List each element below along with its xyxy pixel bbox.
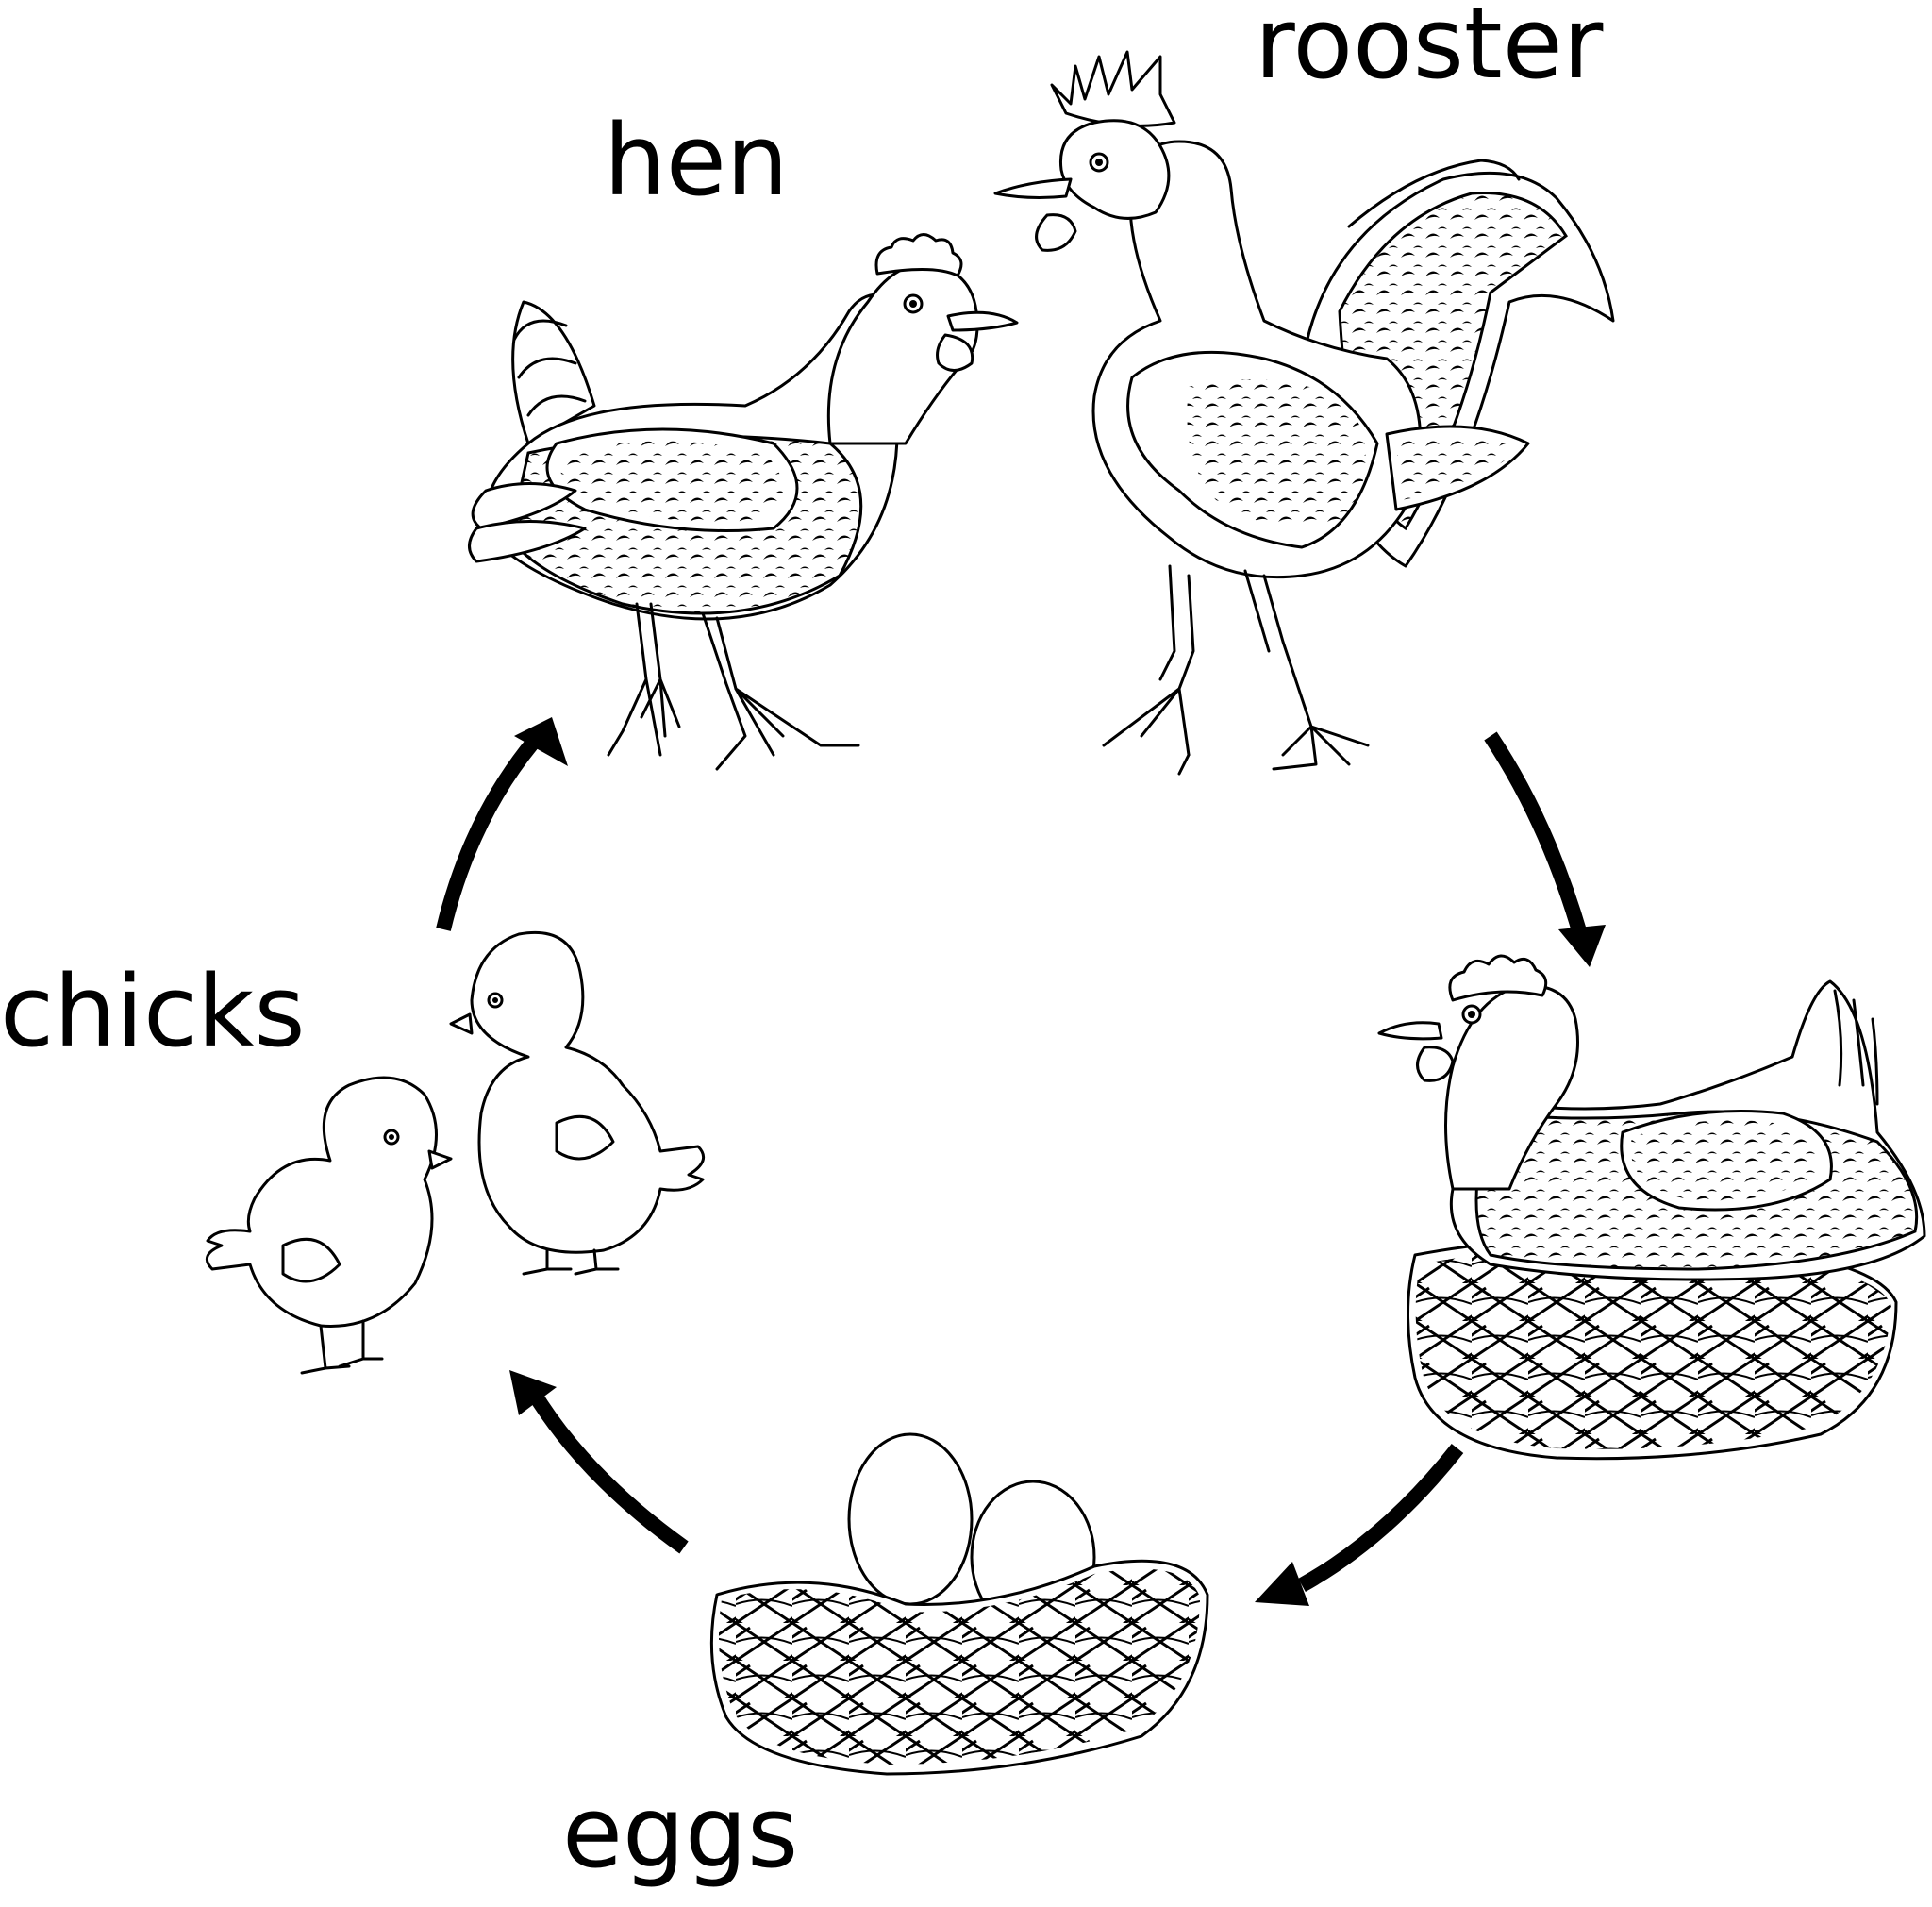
label-eggs: eggs bbox=[562, 1775, 799, 1890]
egg-left bbox=[847, 1432, 974, 1606]
arrow-brooding-hen-to-eggs bbox=[1255, 1444, 1464, 1606]
label-chicks: chicks bbox=[0, 954, 306, 1069]
label-rooster: rooster bbox=[1255, 0, 1604, 101]
arrow-chicks-to-hen bbox=[436, 717, 568, 931]
chicks-illustration bbox=[205, 930, 706, 1375]
hen-illustration bbox=[468, 233, 1019, 771]
eggs-in-nest-illustration bbox=[709, 1432, 1209, 1776]
rooster-illustration bbox=[993, 50, 1615, 776]
arrow-eggs-to-chicks bbox=[509, 1370, 689, 1554]
brooding-hen-illustration bbox=[1377, 954, 1926, 1461]
label-hen: hen bbox=[604, 103, 789, 218]
arrow-rooster-to-brooding-hen bbox=[1484, 731, 1606, 967]
